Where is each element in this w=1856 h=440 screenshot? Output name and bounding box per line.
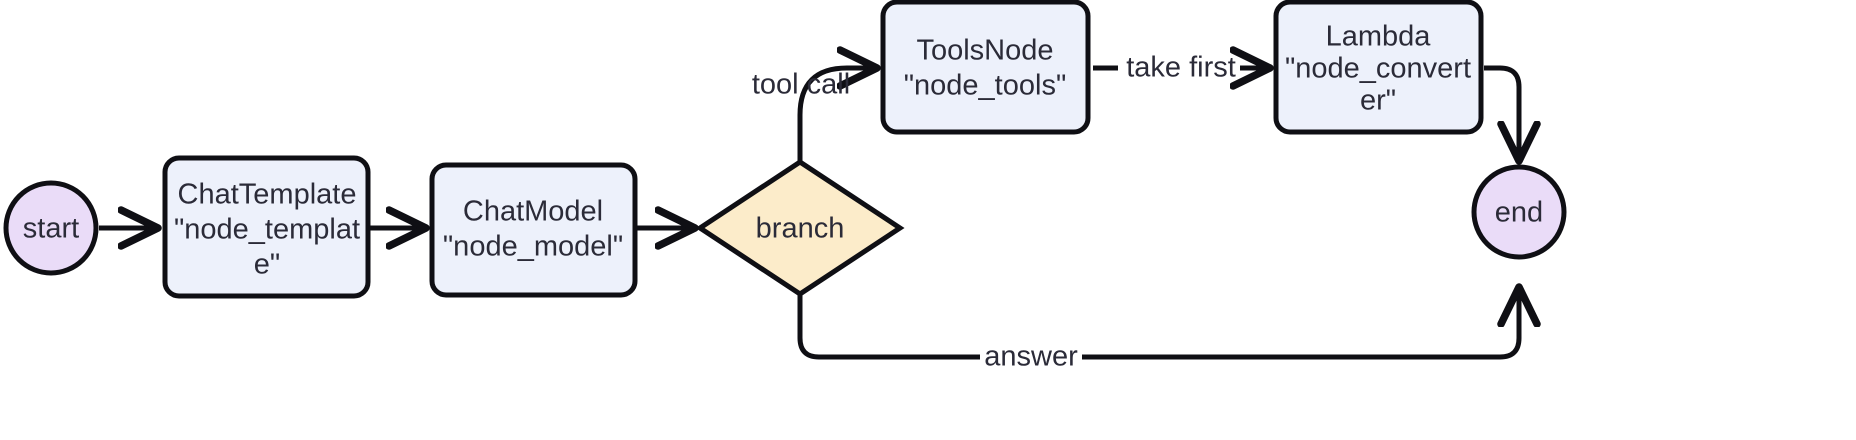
node-chat-template-shape[interactable] [162,155,371,299]
edge-lambda-to-end [1484,65,1519,158]
edge-label-tool-call: tool call [752,69,850,101]
node-chat-template-label-line3: e" [254,249,280,281]
edge-branch-to-tools-line [797,68,874,162]
node-branch-shape[interactable] [695,159,905,297]
node-chat-model-shape[interactable] [429,162,638,298]
node-end-label: end [1495,197,1543,229]
node-chat-template-label-line2: "node_templat [174,214,360,246]
node-chat-model-label-line1: ChatModel [463,196,603,228]
node-lambda-label-line3: er" [1360,85,1396,117]
edge-branch-to-end-left [797,294,980,360]
edge-branch-to-tools: tool call [752,68,874,162]
node-end-shape[interactable] [1471,164,1567,260]
node-start[interactable]: start [3,180,99,276]
node-branch[interactable]: branch [695,159,905,297]
node-lambda-label-line1: Lambda [1326,21,1432,53]
edge-branch-to-end-right [1082,290,1519,360]
node-branch-label: branch [756,213,845,245]
node-chat-model-label-line2: "node_model" [443,231,623,263]
node-tools-label-line2: "node_tools" [904,70,1067,102]
node-lambda-label-line2: "node_convert [1285,53,1471,85]
node-chat-model[interactable]: ChatModel "node_model" [429,162,638,298]
edge-label-answer: answer [984,341,1078,373]
edge-label-take-first: take first [1126,52,1236,84]
edge-branch-to-end: answer [797,290,1519,373]
edge-tools-to-lambda: take first [1093,52,1267,84]
node-start-shape[interactable] [3,180,99,276]
node-chat-template-label-line1: ChatTemplate [178,179,357,211]
node-chat-template[interactable]: ChatTemplate "node_templat e" [162,155,371,299]
node-lambda[interactable]: Lambda "node_convert er" [1273,0,1484,135]
node-lambda-shape[interactable] [1273,0,1484,135]
node-tools-label-line1: ToolsNode [916,35,1053,67]
node-tools[interactable]: ToolsNode "node_tools" [880,0,1091,135]
node-end[interactable]: end [1471,164,1567,260]
edge-lambda-to-end-line [1484,65,1519,158]
node-tools-shape[interactable] [880,0,1091,135]
node-start-label: start [23,213,79,245]
